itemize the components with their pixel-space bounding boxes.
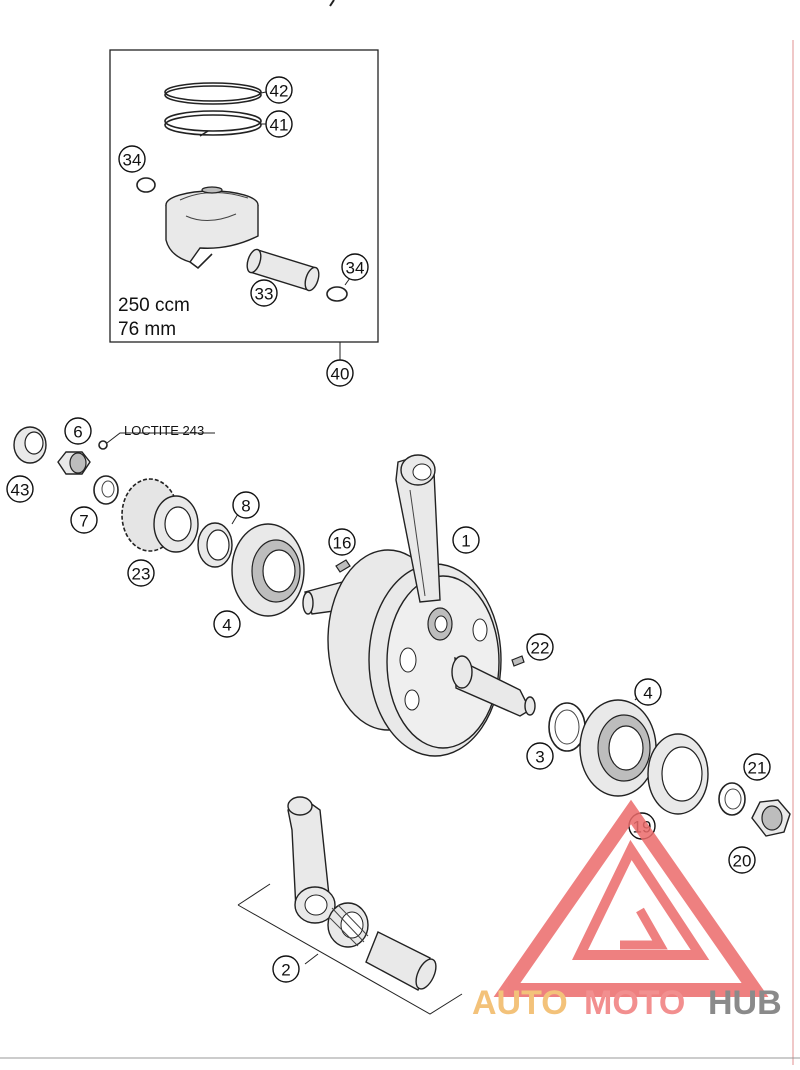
nut-20 [751,799,791,837]
watermark-hub: HUB [708,984,782,1022]
svg-text:41: 41 [270,116,289,135]
svg-text:4: 4 [643,684,652,703]
watermark-moto: MOTO [584,984,685,1022]
washer-7 [93,475,119,505]
svg-text:20: 20 [733,852,752,871]
circlip-34-left [136,177,156,193]
washer-43 [13,426,47,464]
callout-4-right: 4 [634,678,662,706]
svg-text:22: 22 [531,639,550,658]
piston-kit-box: 250 ccm 76 mm [109,49,379,360]
heading-fragment [329,0,335,7]
svg-text:16: 16 [333,534,352,553]
svg-text:8: 8 [241,497,250,516]
callout-34-right: 34 [341,253,369,281]
callout-1: 1 [452,526,480,554]
callout-6: 6 [64,417,92,445]
callout-3: 3 [526,742,554,770]
primary-gear [121,478,199,553]
svg-text:4: 4 [222,616,231,635]
callout-7: 7 [70,506,98,534]
svg-text:6: 6 [73,423,82,442]
callout-22: 22 [526,633,554,661]
svg-text:34: 34 [346,259,365,278]
svg-text:40: 40 [331,365,350,384]
piston-kit-frame [109,49,379,343]
callout-43: 43 [6,475,34,503]
svg-text:2: 2 [281,961,290,980]
svg-text:1: 1 [461,532,470,551]
conrod-kit [237,796,463,1015]
callout-40: 40 [326,359,354,387]
loctite-leader [106,432,215,444]
callout-20: 20 [728,846,756,874]
loctite-point [98,440,108,450]
bore-label: 76 mm [118,319,176,340]
nut-6 [57,451,91,475]
watermark-logo [493,799,769,997]
callout-2: 2 [272,955,300,983]
seal-8 [197,522,233,568]
watermark-text: AUTO MOTO HUB [472,984,782,1022]
woodruff-key-22 [511,655,525,667]
bearing-4-left [231,523,305,617]
svg-text:3: 3 [535,748,544,767]
circlip-34-right [326,286,348,302]
callout-21: 21 [743,753,771,781]
piston [165,186,259,270]
callout-23: 23 [127,559,155,587]
seal-19 [647,733,709,815]
crankshaft [302,454,536,757]
callout-42: 42 [265,76,293,104]
callout-34-left: 34 [118,145,146,173]
svg-text:7: 7 [79,512,88,531]
callout-4-left: 4 [213,610,241,638]
displacement-label: 250 ccm [118,295,190,316]
svg-text:33: 33 [255,285,274,304]
callout-41: 41 [265,110,293,138]
svg-text:21: 21 [748,759,767,778]
piston-ring-42 [164,82,262,105]
svg-text:34: 34 [123,151,142,170]
callout-33: 33 [250,279,278,307]
svg-text:43: 43 [11,481,30,500]
woodruff-key-16 [335,559,351,573]
loctite-label: LOCTITE 243 [124,423,204,438]
bearing-4-right [579,699,657,797]
washer-21 [718,782,746,816]
svg-text:23: 23 [132,565,151,584]
callout-8: 8 [232,491,260,519]
piston-ring-41 [164,110,262,137]
svg-text:42: 42 [270,82,289,101]
callout-16: 16 [328,528,356,556]
piston-pin [246,248,320,292]
watermark-auto: AUTO [472,984,568,1022]
